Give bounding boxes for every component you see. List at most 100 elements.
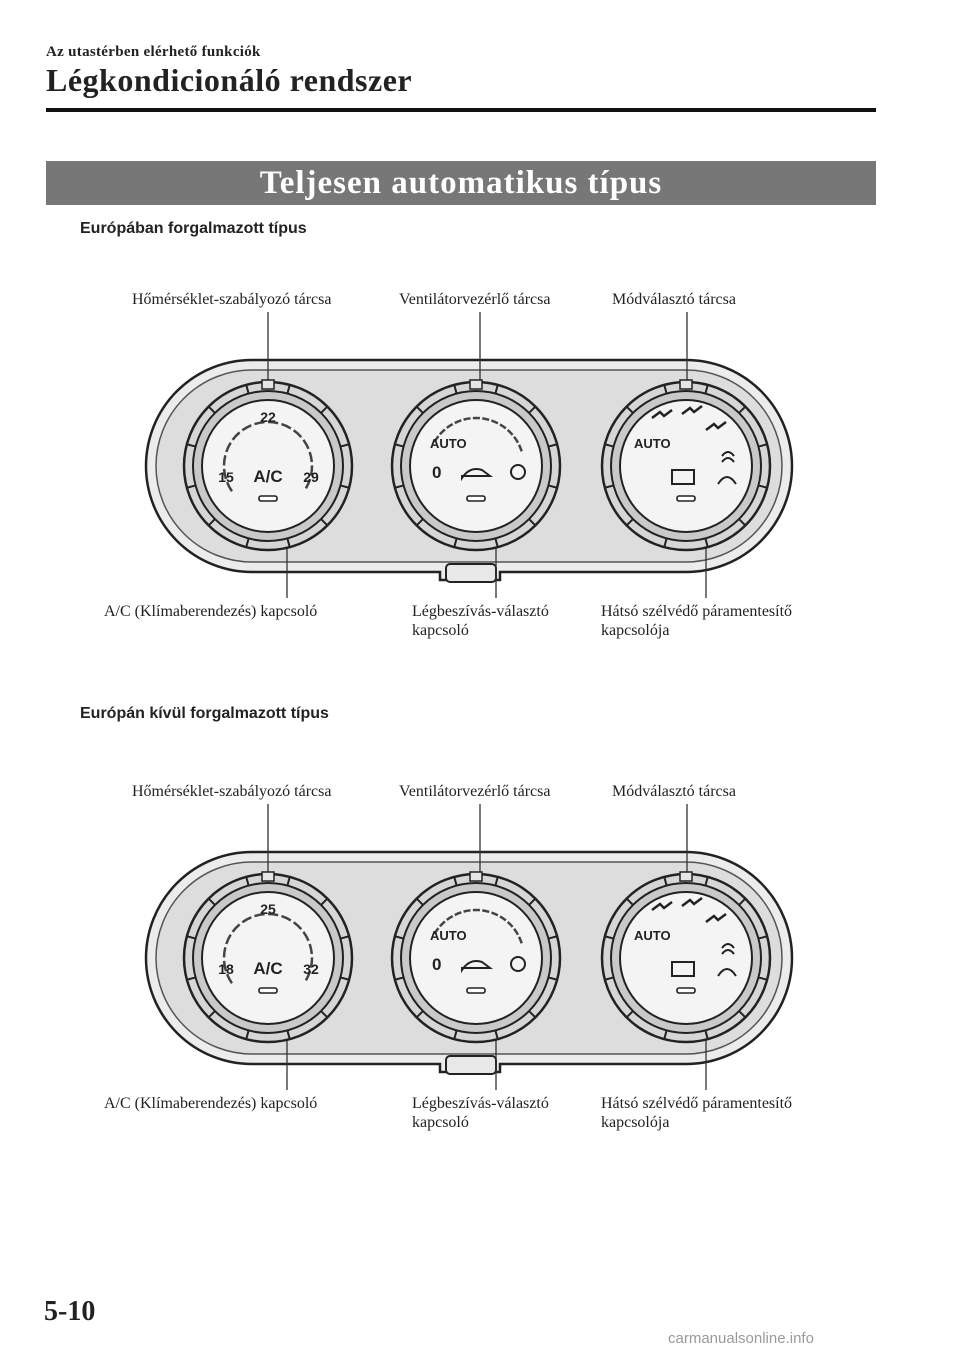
page-number: 5-10: [44, 1296, 96, 1327]
vent-face-icon: [651, 409, 673, 419]
watermark: carmanualsonline.info: [668, 1330, 814, 1347]
fan-dial: AUTO 0: [390, 871, 562, 1044]
banner-title: Teljesen automatikus típus: [46, 161, 876, 205]
fan-scale-segment: [513, 928, 520, 936]
fan-zero-label: 0: [432, 463, 441, 482]
fan-scale-segment: [506, 920, 514, 928]
fan-zero-label: 0: [432, 955, 441, 974]
mode-dial: AUTO: [600, 871, 772, 1044]
section-title: Légkondicionáló rendszer: [46, 62, 413, 98]
label-mode-dial: Módválasztó tárcsa: [612, 783, 736, 800]
label-defrost-line1: Hátsó szélvédő páramentesítő: [601, 603, 793, 620]
temp-scale-segment: [304, 970, 312, 981]
temp-scale-segment: [292, 429, 303, 439]
front-defrost-icon: [717, 476, 737, 485]
fan-scale-segment: [491, 419, 499, 425]
label-defrost-line1: Hátsó szélvédő páramentesítő: [601, 1095, 793, 1112]
temp-scale-segment: [304, 478, 312, 489]
panel-tab: [445, 1055, 497, 1075]
subheading-europe: Európában forgalmazott típus: [80, 220, 307, 237]
temp-mid-value: 25: [260, 901, 276, 917]
button-slot: [676, 987, 696, 994]
temp-scale-segment: [222, 960, 228, 972]
mode-auto-label: AUTO: [634, 928, 671, 943]
fan-scale-segment: [506, 428, 514, 436]
temp-scale-segment: [267, 420, 279, 425]
fan-scale-segment: [438, 920, 446, 928]
button-slot: [676, 495, 696, 502]
fan-scale-segment: [482, 909, 490, 914]
temp-scale-segment: [292, 921, 303, 931]
temp-scale-segment: [308, 451, 314, 463]
button-slot: [466, 987, 486, 994]
temp-scale-segment: [222, 454, 227, 466]
temp-scale-segment: [222, 468, 228, 480]
label-intake-line1: Légbeszívás-választó: [412, 1095, 549, 1112]
label-intake-line2: kapcsoló: [412, 1114, 469, 1131]
fan-scale-segment: [499, 423, 507, 430]
label-intake-line2: kapcsoló: [412, 622, 469, 639]
subheading-non-europe: Európán kívül forgalmazott típus: [80, 705, 329, 722]
label-fan-dial: Ventilátorvezérlő tárcsa: [399, 291, 551, 308]
label-defrost-line2: kapcsolója: [601, 1114, 670, 1131]
fan-scale-segment: [463, 417, 471, 421]
front-defrost-icon: [717, 968, 737, 977]
fan-scale-segment: [433, 435, 440, 443]
temp-max-value: 29: [303, 469, 319, 485]
fan-scale-segment: [438, 428, 446, 436]
temp-scale-segment: [225, 481, 233, 492]
fan-scale-segment: [482, 417, 490, 422]
temp-scale-segment: [302, 931, 310, 942]
recirculation-icon: [461, 960, 493, 974]
label-fan-dial: Ventilátorvezérlő tárcsa: [399, 783, 551, 800]
rear-defrost-icon: [671, 469, 695, 485]
chapter-title: Az utastérben elérhető funkciók: [46, 44, 261, 60]
fan-scale-segment: [517, 936, 523, 944]
label-temp-dial: Hőmérséklet-szabályozó tárcsa: [132, 783, 332, 800]
fan-scale-segment: [513, 436, 520, 444]
vent-defog-icon: [721, 943, 735, 955]
button-slot: [258, 987, 278, 994]
vent-bilevel-icon: [681, 405, 703, 415]
temp-scale-segment: [222, 946, 227, 958]
temp-min-value: 15: [218, 469, 234, 485]
vent-face-icon: [651, 901, 673, 911]
temp-scale-segment: [231, 431, 241, 441]
rear-defrost-icon: [671, 961, 695, 977]
fan-auto-label: AUTO: [430, 928, 467, 943]
temp-mid-value: 22: [260, 409, 276, 425]
fan-scale-segment: [454, 419, 462, 425]
temp-scale-segment: [254, 420, 265, 426]
label-defrost-line2: kapcsolója: [601, 622, 670, 639]
temp-scale-segment: [225, 973, 233, 984]
label-ac-switch: A/C (Klímaberendezés) kapcsoló: [104, 1095, 318, 1112]
vent-bilevel-icon: [681, 897, 703, 907]
temp-scale-segment: [281, 914, 292, 922]
label-mode-dial: Módválasztó tárcsa: [612, 291, 736, 308]
vent-defog-icon: [721, 451, 735, 463]
vent-feet-icon: [705, 421, 727, 431]
ac-label: A/C: [253, 959, 282, 978]
mode-auto-label: AUTO: [634, 436, 671, 451]
panel-tab: [445, 563, 497, 583]
header-rule: [46, 108, 876, 112]
temp-scale-segment: [225, 442, 232, 453]
fan-scale-segment: [499, 915, 507, 922]
fan-scale-segment: [433, 927, 440, 935]
label-temp-dial: Hőmérséklet-szabályozó tárcsa: [132, 291, 332, 308]
temp-scale-segment: [225, 934, 232, 945]
mode-dial: AUTO: [600, 379, 772, 552]
fan-icon: [510, 956, 526, 972]
label-intake-line1: Légbeszívás-választó: [412, 603, 549, 620]
temp-scale-segment: [302, 439, 310, 450]
fan-scale-segment: [491, 911, 499, 917]
fan-scale-segment: [446, 914, 454, 921]
fan-scale-segment: [446, 422, 454, 429]
fan-scale-segment: [454, 911, 462, 917]
fan-scale-segment: [517, 444, 523, 452]
